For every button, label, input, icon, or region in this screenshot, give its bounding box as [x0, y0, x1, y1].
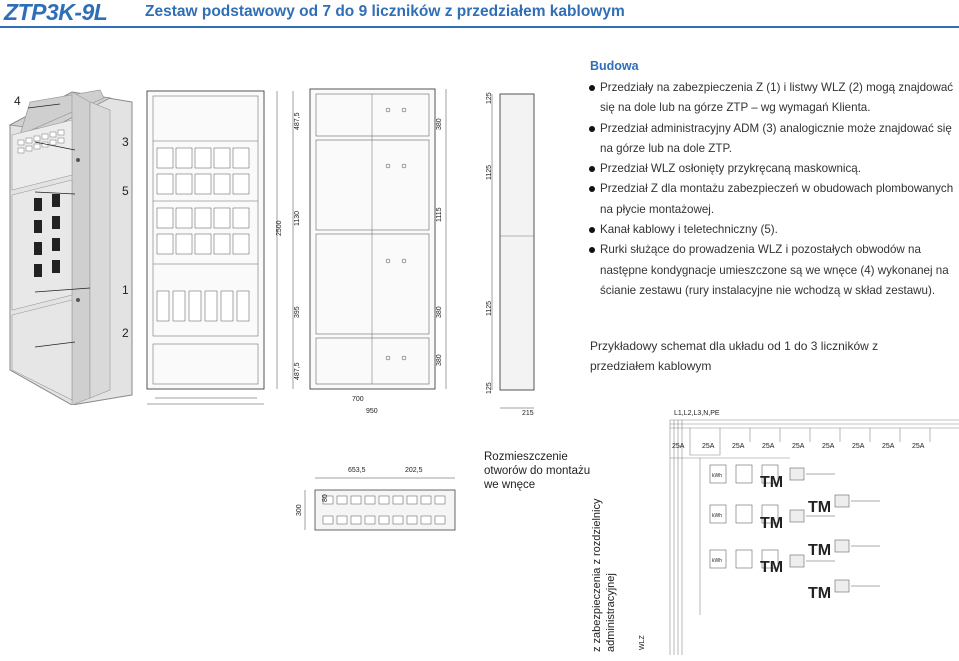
tm-label: TM [808, 585, 831, 602]
list-item: Przedział administracyjny ADM (3) analog… [588, 119, 958, 160]
vertical-caption: z zabezpieczenia z rozdzielnicy administ… [591, 498, 617, 652]
construction-list: Przedziały na zabezpieczenia Z (1) i lis… [588, 78, 958, 301]
dim-width-inner: 700 [352, 396, 364, 403]
dim-side-lower: 1125 [486, 300, 493, 316]
page-title: Zestaw podstawowy od 7 do 9 liczników z … [145, 3, 625, 20]
fuse-label: 25A [912, 443, 925, 450]
front-view-doors [309, 88, 447, 390]
tm-label: TM [760, 515, 783, 532]
dim-hole-s: 80 [322, 494, 329, 502]
dim-door-top: 380 [436, 118, 443, 130]
wlz-label: WLZ [639, 635, 646, 651]
holes-caption: Rozmieszczenie otworów do montażu we wnę… [484, 451, 591, 491]
dim-side-top: 125 [486, 92, 493, 104]
fuse-label: 25A [822, 443, 835, 450]
dim-side-bottom: 125 [486, 382, 493, 394]
dim-hole-h: 300 [296, 504, 303, 516]
list-item: Przedziały na zabezpieczenia Z (1) i lis… [588, 78, 958, 119]
meter-label: kWh [712, 558, 722, 564]
fuse-label: 25A [672, 443, 685, 450]
meter-label: kWh [712, 473, 722, 479]
dim-door-lower: 380 [436, 306, 443, 318]
list-item: Kanał kablowy i teletechniczny (5). [588, 220, 958, 240]
fuse-label: 25A [732, 443, 745, 450]
product-code: ZTP3K-9L [4, 0, 108, 25]
wiring-schematic: L1,L2,L3,N,PE 25A 25A 25A 25A 25A 25A 25… [639, 410, 959, 655]
dim-door-mid: 1115 [436, 207, 443, 222]
list-item: Rurki służące do prowadzenia WLZ i pozos… [588, 240, 958, 301]
section-heading: Budowa [590, 59, 639, 73]
page-header: ZTP3K-9L Zestaw podstawowy od 7 do 9 lic… [0, 0, 959, 28]
list-item: Przedział Z dla montażu zabezpieczeń w o… [588, 179, 958, 220]
list-item: Przedział WLZ osłonięty przykręcaną mask… [588, 159, 958, 179]
dim-hole-a: 653,5 [348, 467, 366, 474]
dim-hole-b: 202,5 [405, 467, 423, 474]
dim-width-outer: 950 [366, 408, 378, 415]
fuse-label: 25A [762, 443, 775, 450]
fuse-label: 25A [852, 443, 865, 450]
holes-drawing [304, 477, 456, 531]
fuse-label: 25A [702, 443, 715, 450]
callout-3: 3 [122, 135, 129, 149]
dim-depth: 215 [522, 410, 534, 417]
cabinet-3d-illustration [8, 89, 133, 405]
tm-label: TM [808, 499, 831, 516]
callout-4: 4 [14, 94, 21, 108]
schema-caption: Przykładowy schemat dla układu od 1 do 3… [590, 339, 879, 373]
meter-label: kWh [712, 513, 722, 519]
fuse-label: 25A [792, 443, 805, 450]
callout-1: 1 [122, 283, 129, 297]
side-view [491, 93, 535, 409]
tm-label: TM [760, 474, 783, 491]
fuse-label: 25A [882, 443, 895, 450]
callout-5: 5 [122, 184, 129, 198]
callout-2: 2 [122, 326, 129, 340]
tm-label: TM [760, 559, 783, 576]
bus-label: L1,L2,L3,N,PE [674, 410, 720, 417]
dim-front-height: 2500 [276, 220, 283, 236]
dim-door-bottom: 380 [436, 354, 443, 366]
tm-label: TM [808, 542, 831, 559]
front-view-open [146, 90, 294, 405]
dim-side-upper: 1125 [486, 164, 493, 180]
